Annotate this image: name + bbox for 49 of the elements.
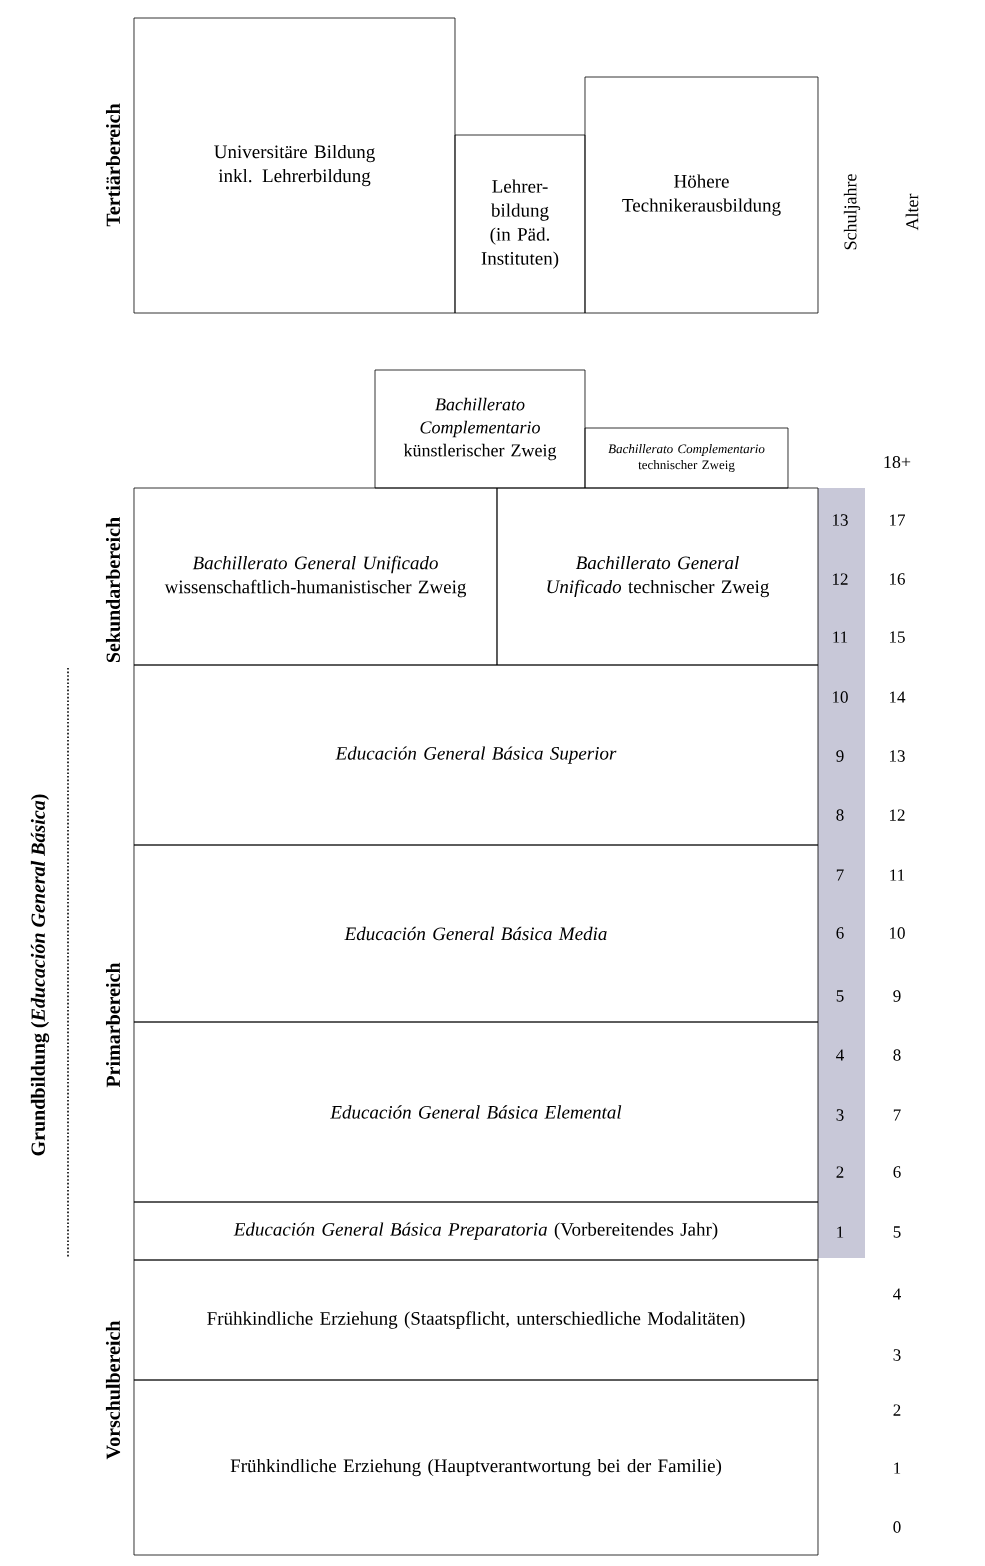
level-box: Bachillerato General Unificado wissenschaftlich-humanistischer Zweig xyxy=(133,487,498,666)
year-number: 12 xyxy=(890,809,905,821)
year-number: 1 xyxy=(894,1462,901,1474)
level-box: Educación General Básica Elemental xyxy=(133,1021,819,1203)
year-number: 0 xyxy=(893,1521,901,1533)
year-number: 8 xyxy=(836,809,844,821)
year-number: 10 xyxy=(833,691,848,703)
level-box: Universitäre Bildung inkl. Lehrerbildung xyxy=(133,17,456,314)
year-number: 7 xyxy=(893,1109,901,1121)
year-number: 2 xyxy=(836,1166,844,1178)
year-number: 4 xyxy=(836,1049,844,1061)
year-number: 3 xyxy=(836,1109,844,1121)
year-number: 1 xyxy=(837,1226,844,1238)
year-number: 5 xyxy=(893,1226,901,1238)
year-number: 14 xyxy=(890,691,906,703)
year-number: 7 xyxy=(836,869,844,881)
level-box: Bachillerato General Unificado technischer Zweig xyxy=(496,487,819,666)
year-number: 8 xyxy=(893,1049,901,1061)
year-number: 17 xyxy=(890,514,905,526)
level-box: Höhere Technikerausbildung xyxy=(584,76,819,314)
year-number: 15 xyxy=(890,631,905,643)
area-label: Grundbildung (Educación General Básica) xyxy=(30,794,50,1156)
year-number: 6 xyxy=(836,927,844,939)
year-number: 6 xyxy=(893,1166,901,1178)
area-label: Vorschulbereich xyxy=(105,1320,121,1460)
year-number: 3 xyxy=(893,1349,901,1361)
axis-title: Alter xyxy=(905,193,919,231)
level-box: Bachillerato Complementario technischer Zweig xyxy=(584,427,789,489)
level-box: Frühkindliche Erziehung (Hauptverantwortung bei der Familie) xyxy=(133,1379,819,1556)
year-number: 5 xyxy=(836,990,844,1002)
year-number: 10 xyxy=(890,927,905,939)
area-label: Primarbereich xyxy=(105,962,121,1088)
year-number: 11 xyxy=(890,869,905,881)
level-box: Bachillerato Complementario künstlerischer Zweig xyxy=(374,369,586,489)
year-number: 9 xyxy=(893,990,901,1002)
year-number: 4 xyxy=(893,1288,901,1300)
year-number: 13 xyxy=(890,750,905,762)
year-number: 18+ xyxy=(884,455,911,469)
level-box: Lehrer-bildung (in Päd. Instituten) xyxy=(454,134,586,314)
level-box: Educación General Básica Superior xyxy=(133,664,819,846)
level-box: Educación General Básica Media xyxy=(133,844,819,1023)
year-number: 9 xyxy=(836,750,844,762)
year-number: 2 xyxy=(893,1404,901,1416)
year-number: 11 xyxy=(833,631,848,643)
level-box: Educación General Básica Preparatoria (Vorbereitendes Jahr) xyxy=(133,1201,819,1261)
year-number: 16 xyxy=(890,573,905,585)
area-label: Sekundarbereich xyxy=(105,517,121,663)
axis-title: Schuljahre xyxy=(843,174,861,250)
level-box: Frühkindliche Erziehung (Staatspflicht, unterschiedliche Modalitäten) xyxy=(133,1259,819,1381)
